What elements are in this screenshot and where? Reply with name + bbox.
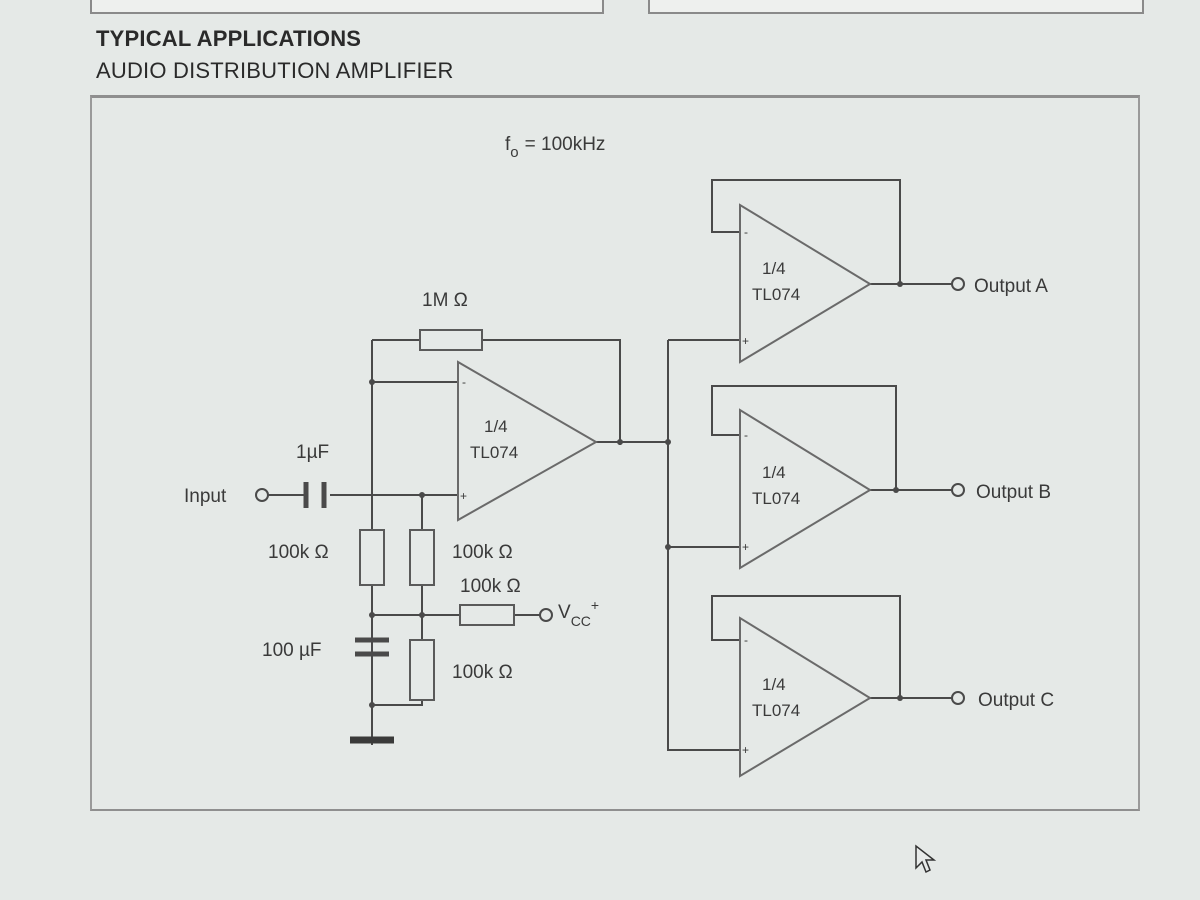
opamp-b-label-1: 1/4 [762, 463, 786, 482]
cap-bypass-label: 100 µF [262, 640, 322, 661]
opamp-b-plus: + [742, 540, 749, 554]
opamp-c-minus: - [744, 633, 748, 647]
capacitor-input [303, 482, 327, 508]
resistor-bottom-label: 100k Ω [452, 662, 513, 683]
frequency-label: fo= 100kHz [505, 134, 605, 161]
capacitor-bypass [355, 637, 389, 657]
junction-dot [617, 439, 623, 445]
opamp-b [739, 408, 872, 570]
junction-dot [897, 281, 903, 287]
input-terminal [255, 488, 269, 502]
resistor-left-label: 100k Ω [268, 542, 329, 563]
schematic-frame [90, 95, 1140, 811]
section-heading: TYPICAL APPLICATIONS [96, 26, 362, 51]
junction-dots [369, 281, 903, 708]
wire-fb-c [711, 595, 901, 698]
resistor-100k-bottom [409, 639, 435, 701]
junction-dot [369, 702, 375, 708]
resistor-100k-left [359, 529, 385, 586]
opamp-a-plus: + [742, 334, 749, 348]
resistor-100k-right [409, 529, 435, 586]
opamp-c-label-1: 1/4 [762, 675, 786, 694]
opamp-1-plus: + [460, 489, 467, 503]
junction-dot [897, 695, 903, 701]
top-box-right [648, 0, 1144, 14]
wire-fb-a [711, 179, 901, 284]
opamp-1-minus: - [462, 375, 466, 389]
opamp-a-minus: - [744, 225, 748, 239]
resistor-right-label: 100k Ω [452, 542, 513, 563]
opamp-b-minus: - [744, 428, 748, 442]
mouse-pointer-icon [915, 844, 937, 874]
junction-dot [419, 492, 425, 498]
cap-input-label: 1µF [296, 442, 329, 463]
junction-dot [893, 487, 899, 493]
opamp-a-label-2: TL074 [752, 285, 800, 304]
vcc-terminal [539, 608, 553, 622]
wire-fb-b [711, 385, 897, 490]
feedback-resistor-label: 1M Ω [422, 290, 468, 311]
vcc-label: VCC+ [558, 597, 599, 629]
wire-bus [667, 340, 740, 751]
opamp-a [739, 203, 872, 364]
opamp-a-label-1: 1/4 [762, 259, 786, 278]
opamp-1-label-1: 1/4 [484, 417, 508, 436]
output-c-terminal [951, 691, 965, 705]
junction-dot [419, 612, 425, 618]
opamp-c-plus: + [742, 743, 749, 757]
top-box-left [90, 0, 604, 14]
section-subheading: AUDIO DISTRIBUTION AMPLIFIER [96, 58, 454, 83]
junction-dot [369, 612, 375, 618]
opamp-c [739, 616, 872, 778]
output-c-label: Output C [978, 690, 1054, 711]
opamp-b-label-2: TL074 [752, 489, 800, 508]
wire-feedback-loop [372, 339, 621, 445]
output-a-terminal [951, 277, 965, 291]
resistor-vcc-label: 100k Ω [460, 576, 521, 597]
output-a-label: Output A [974, 276, 1048, 297]
junction-dot [665, 544, 671, 550]
resistor-1m [419, 329, 483, 351]
junction-dot [665, 439, 671, 445]
output-b-label: Output B [976, 482, 1051, 503]
input-label: Input [184, 486, 227, 507]
opamp-1-label-2: TL074 [470, 443, 518, 462]
output-b-terminal [951, 483, 965, 497]
opamp-c-label-2: TL074 [752, 701, 800, 720]
opamp-1 [457, 360, 599, 522]
resistor-100k-vcc [459, 604, 515, 626]
junction-dot [369, 379, 375, 385]
